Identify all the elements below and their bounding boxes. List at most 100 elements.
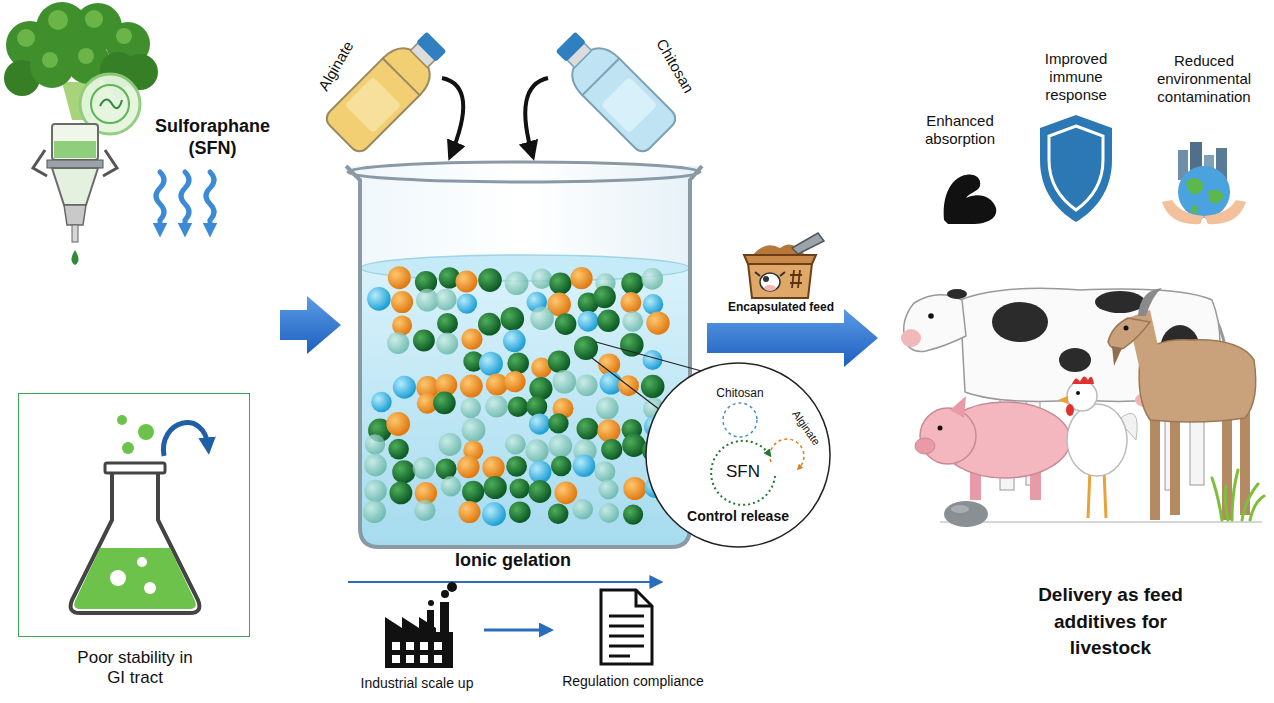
filter-apparatus — [47, 160, 103, 168]
flask-illustration — [163, 423, 208, 456]
flask-illustration — [137, 557, 147, 567]
factory-icon — [434, 642, 442, 650]
shield-icon — [1049, 126, 1103, 210]
bead — [621, 272, 643, 294]
wavy-arrows — [206, 172, 214, 230]
document-node: Regulation compliance — [553, 585, 713, 697]
earth-icon — [1162, 142, 1246, 224]
bead — [461, 329, 482, 350]
bead — [623, 477, 646, 500]
bead — [642, 268, 664, 290]
factory-icon — [434, 655, 442, 663]
bead — [596, 397, 619, 420]
bead — [529, 461, 552, 484]
beaker-node: Ionic gelation — [343, 160, 705, 585]
problem-box: Poor stability in GI tract — [18, 393, 250, 637]
bead — [530, 307, 554, 331]
bead — [551, 456, 572, 477]
filter-apparatus — [54, 141, 96, 158]
benefit-label: Improved immune response — [1028, 50, 1124, 104]
bead — [554, 481, 577, 504]
cow-illustration — [947, 289, 967, 299]
chitosan-bottle — [556, 32, 586, 62]
broccoli-illustration — [17, 29, 35, 47]
document-icon — [609, 645, 644, 648]
benefit-label: Enhanced absorption — [912, 112, 1008, 148]
bead — [505, 272, 529, 296]
bead — [371, 392, 392, 413]
flask-illustration — [110, 570, 126, 586]
bead — [573, 499, 594, 520]
bead — [548, 504, 568, 524]
chitosan-bottle-node: Chitosan — [548, 32, 692, 152]
benefit-node: Reduced environmental contamination — [1148, 52, 1260, 227]
factory-icon — [427, 610, 434, 634]
broccoli-illustration — [48, 10, 68, 30]
goat-illustration — [1108, 318, 1150, 349]
beaker-illustration — [348, 162, 700, 182]
alginate-bottle-node: Alginate — [318, 32, 442, 152]
muscle-icon — [944, 174, 997, 224]
bead — [482, 456, 504, 478]
goat-illustration — [1222, 405, 1232, 520]
bead — [508, 397, 528, 417]
bead — [413, 457, 435, 479]
earth-icon — [1178, 166, 1230, 218]
bead — [570, 267, 592, 289]
node-title: Sulforaphane (SFN) — [145, 116, 280, 159]
wavy-arrows — [181, 172, 189, 230]
flask-illustration — [138, 424, 154, 440]
bead — [390, 482, 413, 505]
bead — [460, 375, 483, 398]
outcome-title: Delivery as feed additives for livestock — [1028, 582, 1193, 662]
bead — [501, 307, 525, 331]
document-icon — [609, 615, 644, 618]
grass-illustration — [1232, 470, 1238, 520]
bead — [462, 481, 484, 503]
process-arrow — [348, 582, 662, 583]
chitosan-ring — [723, 403, 757, 437]
bead — [386, 412, 410, 436]
bead — [478, 268, 502, 292]
icon-label: Industrial scale up — [352, 675, 482, 692]
bead — [506, 456, 527, 477]
bottle-label: Alginate — [315, 38, 358, 94]
muscle-icon — [944, 174, 997, 224]
factory-node: Industrial scale up — [352, 595, 482, 697]
leader-line — [596, 342, 705, 372]
bead — [641, 375, 665, 399]
bead — [484, 476, 507, 499]
pig-illustration — [920, 408, 976, 464]
molecule-bubble — [91, 85, 129, 123]
filter-apparatus — [72, 225, 78, 242]
bead — [435, 289, 457, 311]
bead — [479, 352, 503, 376]
feed-box-icon — [763, 276, 769, 282]
goat-illustration — [1112, 346, 1122, 366]
bead — [439, 433, 462, 456]
benefit-node: Enhanced absorption — [912, 112, 1008, 227]
flask-illustration — [122, 442, 134, 454]
earth-icon — [1162, 200, 1204, 224]
bead — [531, 268, 552, 289]
bead — [457, 456, 479, 478]
beaker-illustration — [346, 162, 702, 547]
bead — [577, 418, 599, 440]
bead — [486, 374, 508, 396]
factory-icon — [420, 655, 428, 663]
bead — [622, 434, 645, 457]
bead — [594, 461, 615, 482]
bead — [573, 454, 596, 477]
chicken-illustration — [1072, 376, 1094, 384]
bead — [643, 294, 663, 314]
node-caption: Poor stability in GI tract — [76, 648, 194, 689]
bead — [623, 504, 643, 524]
filter-apparatus — [72, 250, 79, 265]
feed-box-icon — [744, 255, 816, 264]
core-label: SFN — [713, 462, 773, 482]
livestock-illustration — [940, 521, 1262, 523]
factory-icon — [420, 642, 428, 650]
factory-icon — [406, 655, 414, 663]
factory-icon — [385, 632, 453, 668]
livestock-node: Delivery as feed additives for livestock — [880, 225, 1270, 695]
